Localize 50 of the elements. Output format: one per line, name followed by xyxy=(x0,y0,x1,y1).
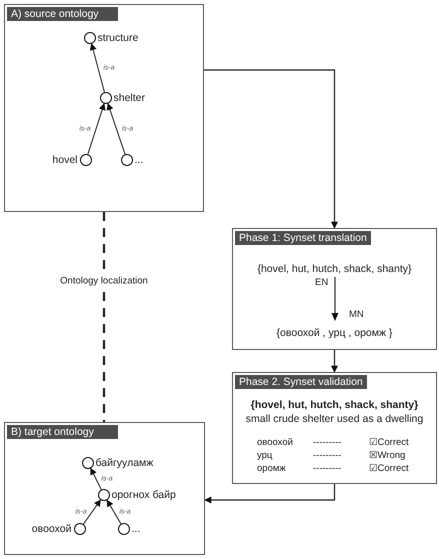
arrow xyxy=(331,350,338,373)
concept-circle xyxy=(98,488,110,500)
concept-circle xyxy=(74,522,86,534)
panel-header: A) source ontology xyxy=(7,7,118,21)
language-label: EN xyxy=(315,277,328,288)
concept-circle xyxy=(82,456,94,468)
panel-box xyxy=(4,4,204,212)
concept-circle xyxy=(118,522,130,534)
word-label: урц xyxy=(257,450,274,461)
arrow xyxy=(106,500,122,524)
concept-circle xyxy=(80,154,92,166)
arrow xyxy=(106,103,126,155)
arrow xyxy=(204,484,336,504)
synset-text: {hovel, hut, hutch, shack, shanty} xyxy=(250,399,418,411)
panel-box xyxy=(232,228,437,350)
arrow xyxy=(90,43,105,93)
concept-label: орогнох байр xyxy=(112,488,176,500)
arrow xyxy=(90,468,102,490)
word-label: оромж xyxy=(257,463,287,474)
concept-label: овоохой xyxy=(32,522,72,534)
concept-label: ... xyxy=(132,522,140,534)
concept-circle xyxy=(100,92,112,104)
arrow xyxy=(87,103,106,155)
dashed-line xyxy=(102,212,106,422)
language-label: MN xyxy=(349,309,364,320)
edge-label: Ontology localization xyxy=(59,276,149,287)
panel-box xyxy=(4,422,205,555)
concept-label: байгууламж xyxy=(96,456,154,468)
word-label: овоохой xyxy=(257,437,294,448)
panel-header: Phase 1: Synset translation xyxy=(235,231,371,245)
synset-text: {hovel, hut, hutch, shack, shanty} xyxy=(257,263,412,275)
concept-label: hovel xyxy=(52,154,78,166)
concept-circle xyxy=(120,154,132,166)
check-result: ☑Correct xyxy=(369,463,409,474)
panel-header: B) target ontology xyxy=(7,425,118,439)
arrow xyxy=(82,499,102,525)
concept-label: shelter xyxy=(114,92,146,104)
dashes: --------- xyxy=(313,450,342,461)
concept-circle xyxy=(84,32,96,44)
concept-label: ... xyxy=(134,154,144,166)
dashes: --------- xyxy=(313,463,342,474)
check-result: ☒Wrong xyxy=(369,450,406,461)
panel-box xyxy=(232,372,437,484)
panel-header: Phase 2. Synset validation xyxy=(235,375,367,389)
check-result: ☑Correct xyxy=(369,437,409,448)
dashes: --------- xyxy=(313,437,342,448)
concept-label: structure xyxy=(98,32,138,44)
synset-text: {овоохой , урц , оромж } xyxy=(276,327,392,339)
arrow xyxy=(204,69,338,229)
gloss-text: small crude shelter used as a dwelling xyxy=(246,413,424,425)
